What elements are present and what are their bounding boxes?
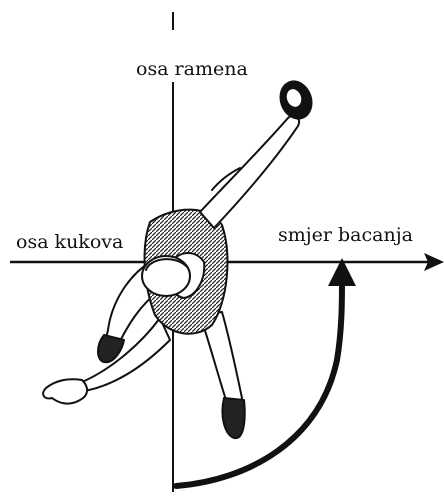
left-hand — [43, 379, 87, 403]
hip-axis-label: osa kukova — [16, 233, 123, 252]
throw-direction-label: smjer bacanja — [278, 226, 413, 245]
athlete-figure — [43, 116, 299, 439]
discus — [274, 76, 318, 125]
shoulder-axis-label: osa ramena — [136, 60, 248, 79]
throwing-arm — [200, 116, 299, 228]
head — [142, 256, 190, 296]
front-shoe — [222, 398, 244, 438]
